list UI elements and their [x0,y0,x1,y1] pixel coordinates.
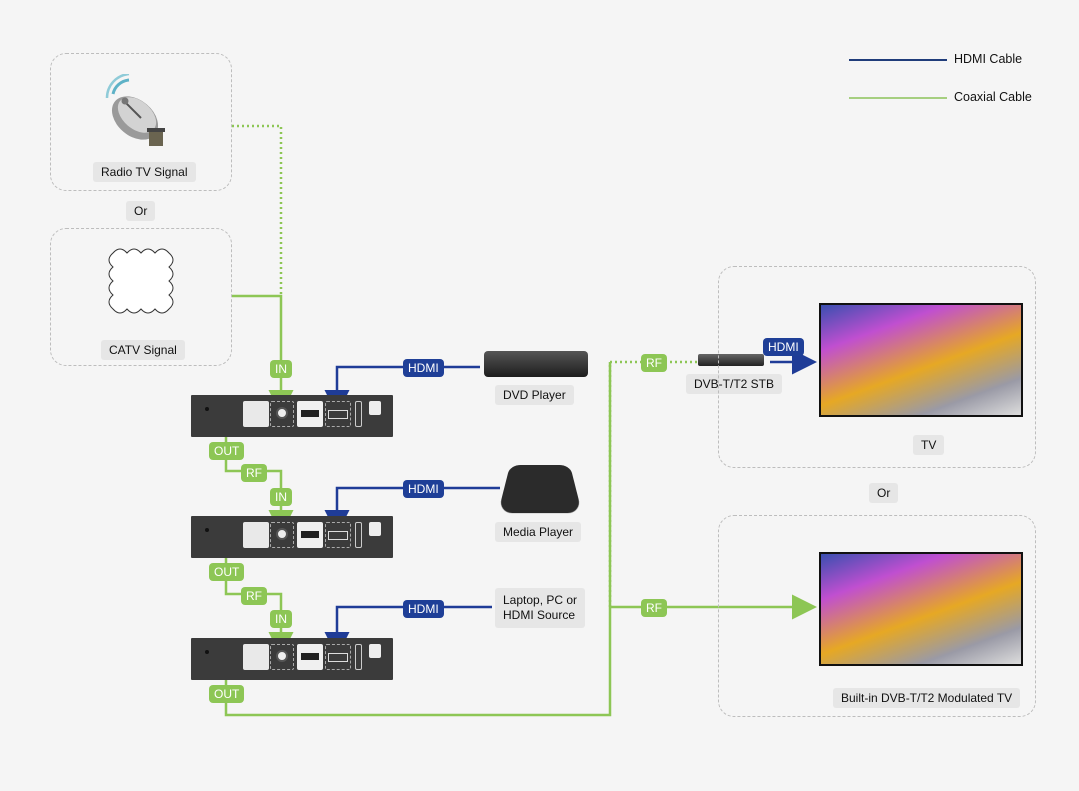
in-tag: IN [270,488,292,506]
hdmi-tag: HDMI [403,359,444,377]
usb-port [355,401,362,427]
ground-port [205,650,209,654]
wire-catv-coax [232,294,294,415]
tv-label: TV [913,435,945,455]
hdmi-tag: HDMI [403,600,444,618]
catv-signal-group: CATV Signal [50,228,232,366]
modulator-device [191,638,393,680]
media-player-icon [497,464,583,514]
hdmi-source-label: Laptop, PC or HDMI Source [495,588,586,628]
rf-tag: RF [241,587,267,605]
cloud-icon [108,248,174,314]
ground-port [205,528,209,532]
in-tag: IN [270,360,292,378]
out-tag: OUT [209,685,245,703]
dc-port [369,522,381,536]
dvd-player-label: DVD Player [495,385,574,405]
modulated-tv-rf-tag: RF [641,599,667,617]
hdmi-tag: HDMI [403,480,444,498]
wire-rf-stb [608,360,700,607]
usb-port [355,644,362,670]
rf-out-port [243,644,269,670]
tv-icon [819,303,1023,417]
hdmi-out-port [297,522,323,548]
out-tag: OUT [209,563,245,581]
stb-label: DVB-T/T2 STB [686,374,783,394]
rf-out-port [243,401,269,427]
dvd-player-icon [484,351,588,377]
rf-in-port [270,644,294,670]
modulator-device [191,516,393,558]
usb-port [355,522,362,548]
stb-rf-tag: RF [641,354,667,372]
out-tag: OUT [209,442,245,460]
sources-or-label: Or [126,201,156,221]
modulated-tv-group: Built-in DVB-T/T2 Modulated TV [718,515,1036,717]
wire-radio-coax [232,124,283,296]
catv-signal-label: CATV Signal [101,340,185,360]
dc-port [369,401,381,415]
legend-coax-line [849,97,947,99]
media-player-label: Media Player [495,522,582,542]
hdmi-in-port [325,644,351,670]
hdmi-in-port [325,522,351,548]
rf-in-port [270,401,294,427]
hdmi-source-line2: HDMI Source [503,608,576,622]
legend-coax-label: Coaxial Cable [954,90,1032,104]
hdmi-out-port [297,401,323,427]
hdmi-out-port [297,644,323,670]
rf-in-port [270,522,294,548]
ground-port [205,407,209,411]
in-tag: IN [270,610,292,628]
stb-icon [698,354,764,366]
stb-hdmi-tag: HDMI [763,338,804,356]
outputs-or-label: Or [869,483,899,503]
modulated-tv-icon [819,552,1023,666]
modulated-tv-label: Built-in DVB-T/T2 Modulated TV [833,688,1021,708]
hdmi-in-port [325,401,351,427]
radio-signal-label: Radio TV Signal [93,162,196,182]
rf-out-port [243,522,269,548]
modulator-device [191,395,393,437]
satellite-dish-icon [105,74,165,146]
hdmi-source-line1: Laptop, PC or [503,593,578,607]
legend-hdmi-label: HDMI Cable [954,52,1023,66]
dc-port [369,644,381,658]
tv-group: TV [718,266,1036,468]
legend-hdmi-line [849,59,947,61]
radio-signal-group: Radio TV Signal [50,53,232,191]
rf-tag: RF [241,464,267,482]
